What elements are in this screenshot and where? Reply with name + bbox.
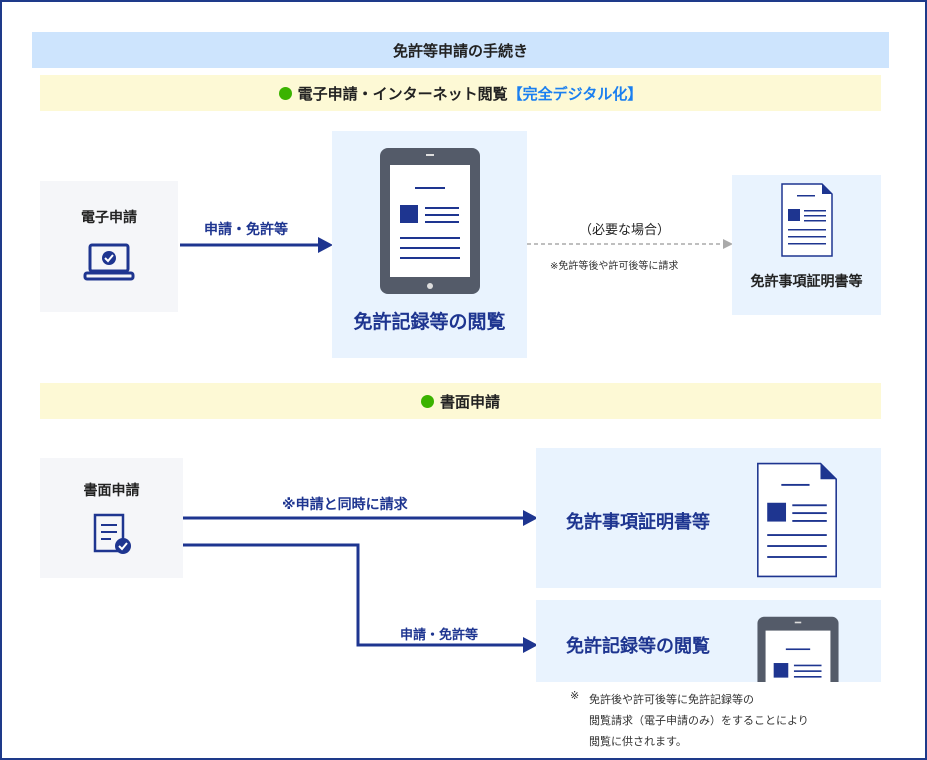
tablet-icon	[757, 616, 839, 682]
section-label: 電子申請・インターネット閲覧	[297, 84, 508, 103]
section-label: 書面申請	[439, 392, 500, 411]
arrow-label: ※申請と同時に請求	[282, 497, 408, 513]
section-highlight: 【完全デジタル化】	[507, 84, 643, 103]
footnote: 免許後や許可後等に免許記録等の 閲覧請求（電子申請のみ）をすることにより 閲覧に…	[589, 689, 809, 752]
box-label: 免許記録等の閲覧	[566, 636, 710, 657]
certificate-box: 免許事項証明書等	[732, 175, 881, 315]
note-line: 閲覧請求（電子申請のみ）をすることにより	[589, 714, 809, 727]
laptop-icon	[83, 243, 135, 281]
note-mark: ※	[570, 689, 580, 702]
online-viewing-box-paper: 免許記録等の閲覧	[536, 600, 881, 682]
section-header-paper: 書面申請	[40, 383, 881, 419]
optional-label: （必要な場合）	[579, 223, 671, 238]
arrow-right	[183, 510, 538, 526]
box-label: 免許事項証明書等	[566, 512, 710, 533]
note-line: 免許後や許可後等に免許記録等の	[589, 693, 754, 706]
arrow-right	[180, 237, 333, 253]
note-line: 閲覧に供されます。	[589, 735, 687, 748]
box-label: 免許記録等の閲覧	[353, 311, 506, 333]
document-icon	[780, 183, 833, 257]
paper-application-box: 書面申請	[40, 458, 183, 578]
arrow-label: 申請・免許等	[204, 222, 288, 238]
section-header-electronic: 電子申請・インターネット閲覧 【完全デジタル化】	[40, 75, 881, 111]
elbow-arrow	[183, 543, 538, 653]
dashed-arrow	[527, 239, 733, 249]
optional-note: ※免許等後や許可後等に請求	[550, 261, 679, 272]
box-label: 免許事項証明書等	[750, 274, 863, 290]
box-label: 電子申請	[81, 210, 137, 226]
page-title: 免許等申請の手続き	[32, 32, 889, 68]
document-check-icon	[93, 513, 131, 554]
tablet-icon	[379, 148, 480, 294]
box-label: 書面申請	[83, 483, 140, 499]
arrow-label: 申請・免許等	[400, 628, 479, 643]
certificate-box-paper: 免許事項証明書等	[536, 448, 881, 588]
document-icon	[757, 462, 837, 578]
green-dot-icon	[420, 394, 434, 408]
electronic-application-box: 電子申請	[40, 181, 178, 312]
green-dot-icon	[278, 86, 292, 100]
online-viewing-box: 免許記録等の閲覧	[332, 131, 527, 358]
